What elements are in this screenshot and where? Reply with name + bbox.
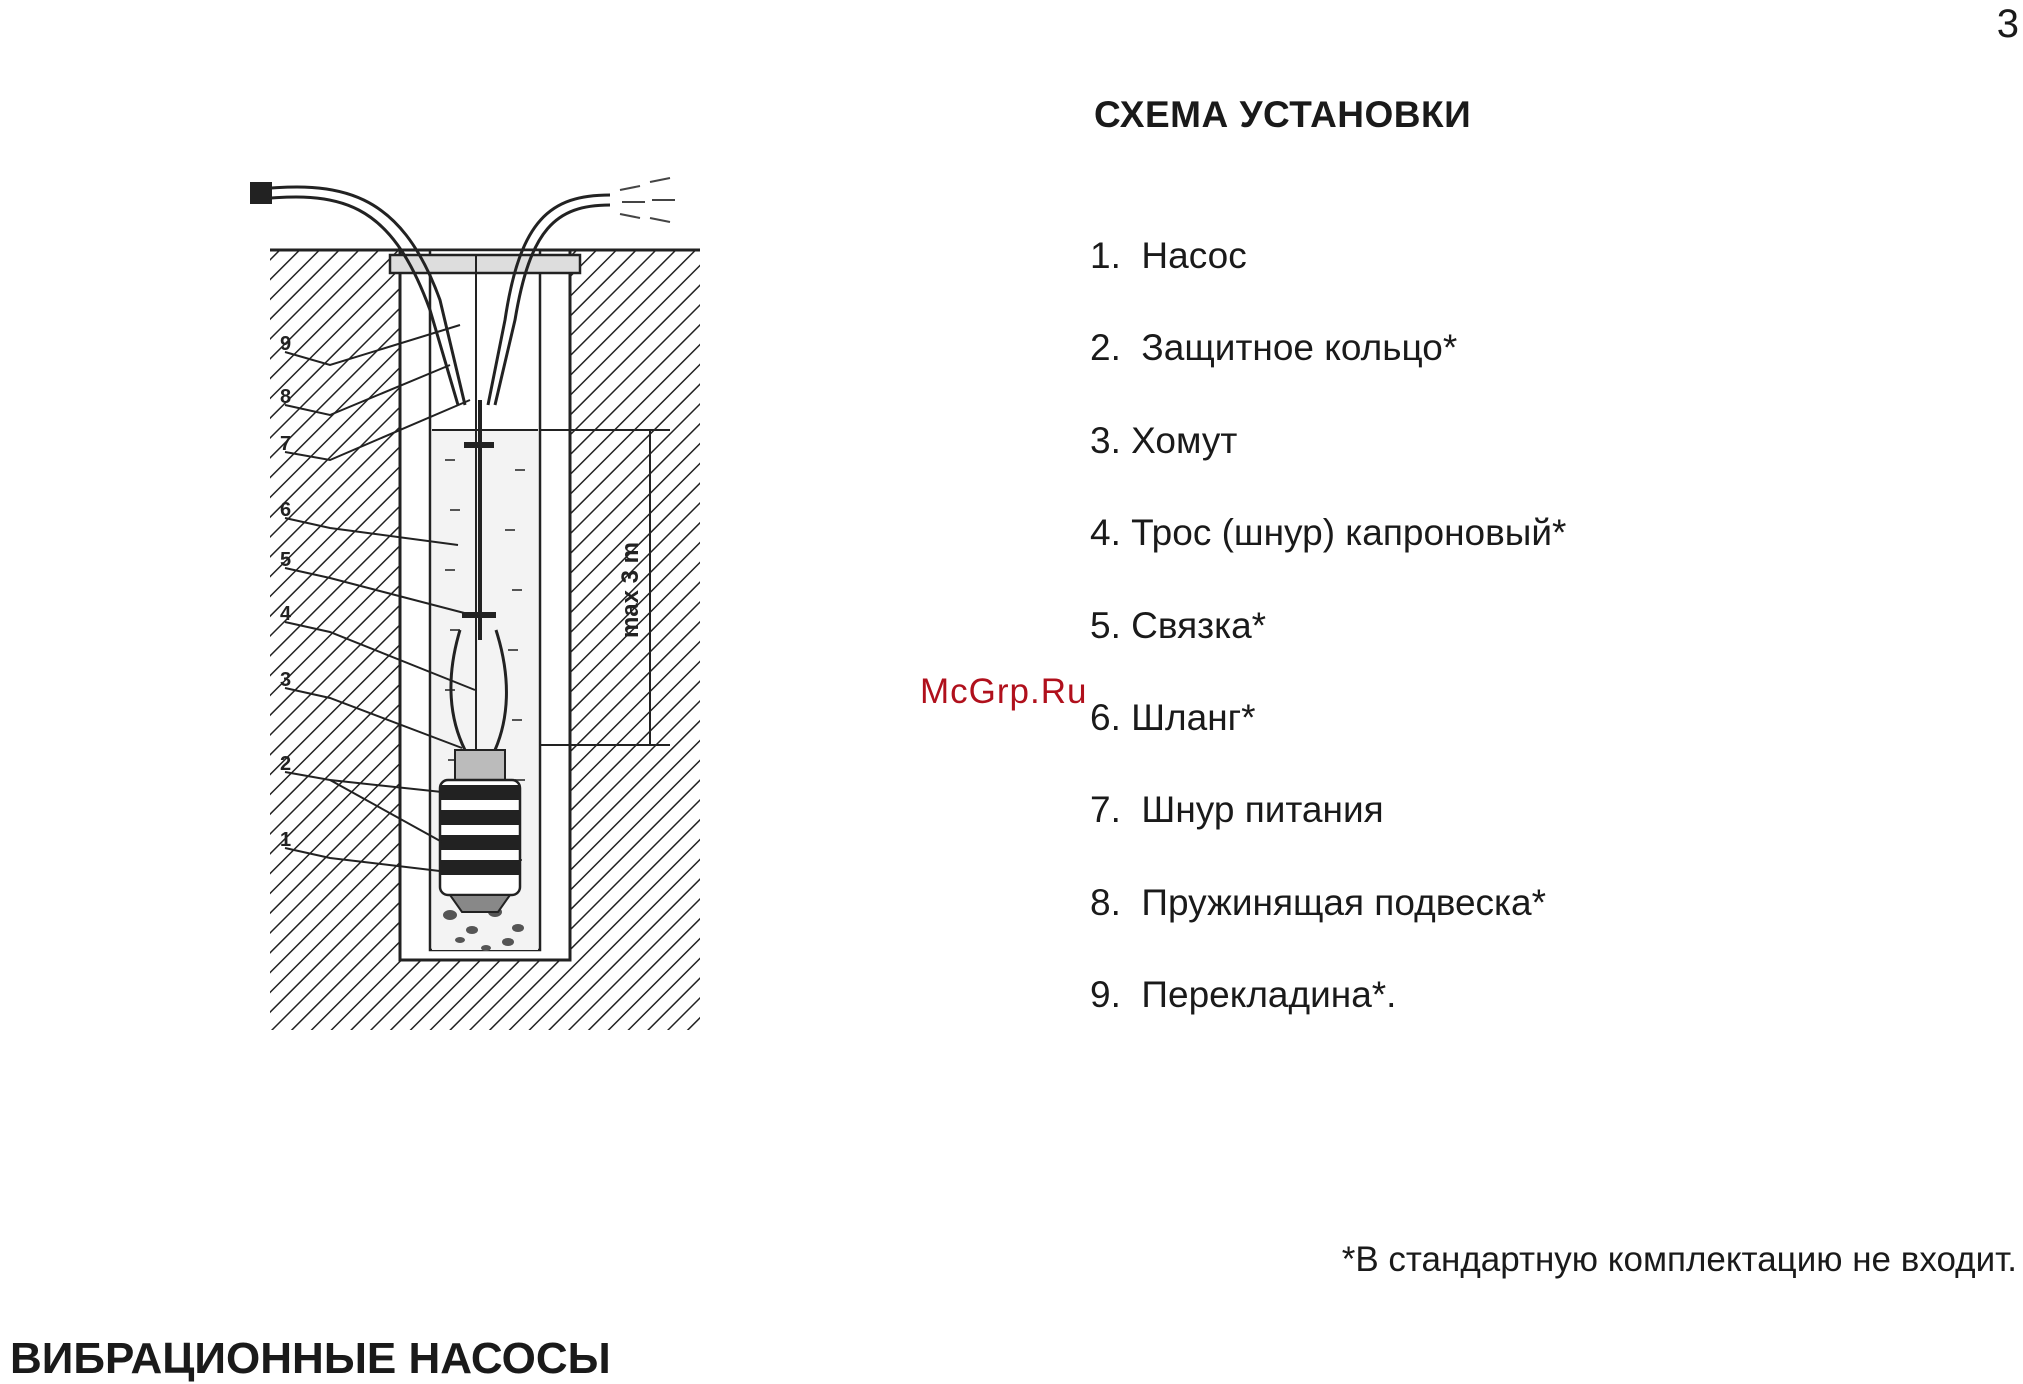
page-number: 3 [1997, 2, 2019, 47]
installation-scheme-heading: СХЕМА УСТАНОВКИ [1094, 94, 1471, 136]
legend-item: 5. Связка* [1090, 596, 1566, 688]
depth-dimension-label: max 3 m [617, 542, 644, 638]
watermark: McGrp.Ru [920, 672, 1087, 712]
footnote: *В стандартную комплектацию не входит. [1342, 1240, 2017, 1280]
legend-item: 6. Шланг* [1090, 688, 1566, 780]
well-installation-diagram: max 3 m 9 8 7 6 5 4 3 2 1 [250, 160, 730, 1030]
callout-6: 6 [280, 499, 291, 521]
crossbeam [390, 255, 580, 273]
legend-item: 3. Хомут [1090, 411, 1566, 503]
parts-legend: 1. Насос 2. Защитное кольцо* 3. Хомут 4.… [1090, 226, 1566, 1058]
callout-7: 7 [280, 433, 291, 455]
callout-5: 5 [280, 549, 291, 571]
section-title: ВИБРАЦИОННЫЕ НАСОСЫ [10, 1334, 611, 1384]
legend-item: 9. Перекладина*. [1090, 965, 1566, 1057]
callout-4: 4 [280, 603, 292, 625]
water-spray-icon [620, 178, 675, 222]
callout-2: 2 [280, 753, 291, 775]
legend-item: 1. Насос [1090, 226, 1566, 318]
legend-item: 8. Пружинящая подвеска* [1090, 873, 1566, 965]
callout-9: 9 [280, 333, 291, 355]
callout-3: 3 [280, 669, 291, 691]
legend-item: 4. Трос (шнур) капроновый* [1090, 503, 1566, 595]
callout-1: 1 [280, 829, 291, 851]
legend-item: 2. Защитное кольцо* [1090, 318, 1566, 410]
legend-item: 7. Шнур питания [1090, 780, 1566, 872]
plug-icon [250, 182, 272, 204]
callout-8: 8 [280, 386, 291, 408]
